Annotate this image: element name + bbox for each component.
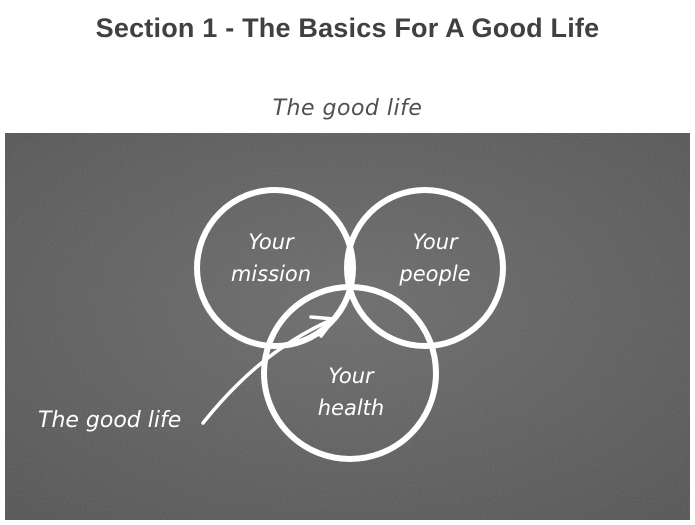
pointer-label: The good life	[38, 408, 181, 433]
page-title: Section 1 - The Basics For A Good Life	[95, 13, 600, 43]
pointer-arrow-shaft	[201, 318, 333, 425]
venn-diagram: Your mission Your people Your health The…	[5, 133, 690, 520]
health-label-line1: Your	[328, 364, 375, 388]
mission-label-line2: mission	[231, 262, 311, 286]
mission-label-line1: Your	[248, 230, 295, 254]
chalkboard: Your mission Your people Your health The…	[5, 133, 690, 520]
circle-people	[344, 187, 506, 349]
pointer-arrow-head	[309, 315, 336, 338]
people-label-line2: people	[398, 262, 470, 286]
circle-mission	[194, 187, 356, 349]
diagram-caption: The good life	[272, 96, 423, 121]
circle-health	[261, 284, 439, 462]
people-label-line1: Your	[412, 230, 459, 254]
health-label-line2: health	[318, 396, 384, 420]
board-texture	[5, 133, 690, 520]
